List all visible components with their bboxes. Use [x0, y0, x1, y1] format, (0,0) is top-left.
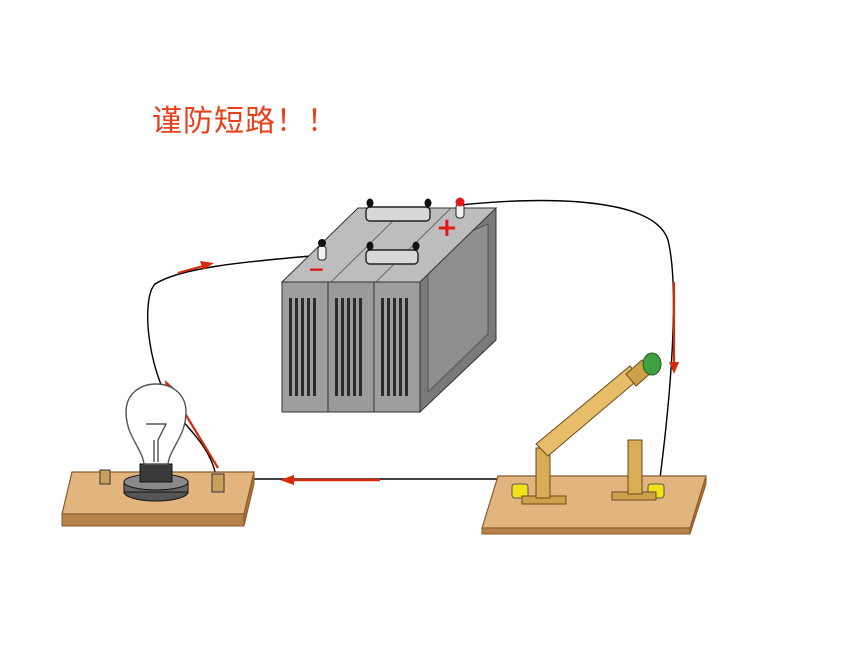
- strap-top: [365, 206, 431, 222]
- switch-terminal-left: [511, 483, 529, 499]
- arrow-bottom-wire: [280, 475, 380, 485]
- positive-sign: +: [436, 213, 458, 243]
- arrow-right-side: [669, 282, 679, 374]
- bulb-board-terminal-left: [99, 469, 111, 485]
- wire-battery-to-bulb: [147, 254, 323, 477]
- knife-switch: [481, 352, 707, 535]
- negative-sign: −: [308, 257, 325, 281]
- battery-pack: − +: [280, 197, 498, 414]
- switch-blade: [535, 365, 641, 457]
- arrow-top-left: [177, 261, 214, 275]
- battery-positive-terminal: [455, 197, 465, 219]
- warning-text: 谨防短路！！: [152, 104, 338, 139]
- battery-cell-3: [373, 281, 421, 413]
- battery-straps: [365, 206, 431, 265]
- wire-battery-to-switch: [459, 199, 675, 479]
- switch-knob: [642, 352, 662, 376]
- bulb-board-terminal-right: [211, 473, 225, 493]
- bulb-filament: [146, 423, 167, 462]
- battery-cell-1: [281, 281, 329, 413]
- battery-negative-terminal: [317, 239, 327, 261]
- strap-middle: [365, 249, 419, 265]
- light-bulb: [123, 383, 189, 502]
- battery-vents: [289, 298, 408, 396]
- battery-cell-2: [327, 281, 375, 413]
